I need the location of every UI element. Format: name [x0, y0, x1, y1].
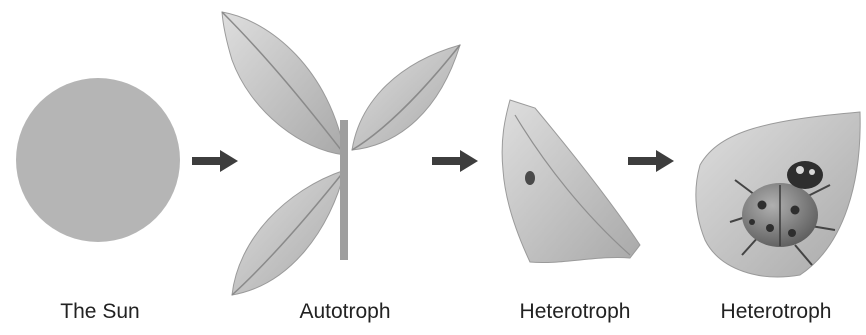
- stage-label-heterotroph-2: Heterotroph: [686, 300, 866, 324]
- arrow-icon: [192, 150, 238, 172]
- chewed-leaf-image: [502, 100, 640, 263]
- sun-image: [16, 78, 180, 242]
- stage-label-autotroph: Autotroph: [255, 300, 435, 324]
- arrow-icon: [432, 150, 478, 172]
- stage-label-heterotroph-1: Heterotroph: [485, 300, 665, 324]
- arrow-icon: [628, 150, 674, 172]
- autotroph-leaves-image: [222, 12, 460, 295]
- ladybug-on-leaf-image: [696, 112, 860, 277]
- stage-label-sun: The Sun: [10, 300, 190, 324]
